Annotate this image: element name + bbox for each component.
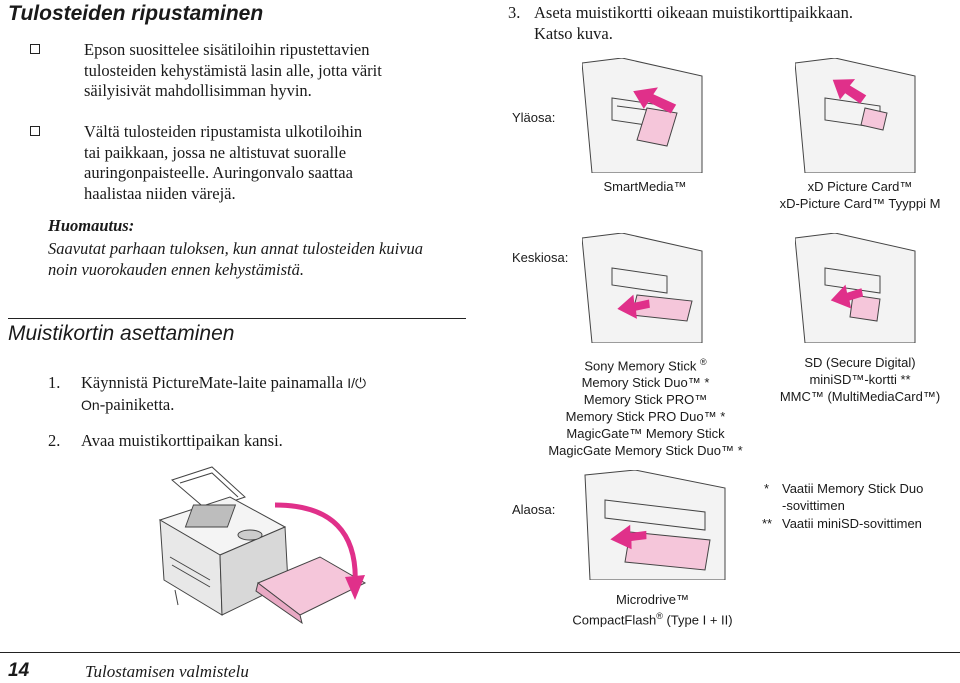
bullet-line: säilyisivät mahdollisimman hyvin. — [84, 81, 312, 100]
note-text: Saavutat parhaan tuloksen, kun annat tul… — [48, 238, 468, 280]
caption-compactflash: Microdrive™ CompactFlash® (Type I + II) — [572, 592, 733, 628]
slot-label-bottom: Alaosa: — [512, 502, 556, 517]
bullet-item: Epson suosittelee sisätiloihin ripustett… — [30, 40, 382, 102]
checkbox-bullet-icon — [30, 126, 40, 136]
section-heading: Muistikortin asettaminen — [8, 322, 235, 345]
footer-rule — [0, 652, 960, 653]
bullet-line: tai paikkaan, jossa ne altistuvat suoral… — [84, 142, 347, 162]
note-label: Huomautus: — [48, 216, 135, 235]
note-line: Saavutat parhaan tuloksen, kun annat tul… — [48, 239, 424, 258]
step-text: Avaa muistikorttipaikan kansi. — [81, 431, 283, 450]
page-number: 14 — [8, 660, 30, 681]
step-line: On-painiketta. — [81, 395, 175, 414]
footnote-item: ** Vaatii miniSD-sovittimen — [762, 516, 922, 531]
smartmedia-slot-illustration — [582, 58, 703, 173]
step-2: 2. Avaa muistikorttipaikan kansi. — [48, 430, 468, 451]
step-line: Käynnistä PictureMate-laite painamalla I… — [81, 373, 367, 392]
power-key-icon: I/⏻ — [347, 375, 367, 391]
footnotes: * Vaatii Memory Stick Duo -sovittimen **… — [762, 480, 958, 532]
step-number: 3. — [508, 3, 521, 22]
compactflash-slot-illustration — [584, 470, 726, 580]
step-3: 3. Aseta muistikortti oikeaan muistikort… — [508, 2, 958, 44]
on-key-label: On — [81, 397, 100, 413]
footer-title: Tulostamisen valmistelu — [85, 662, 249, 681]
bullet-line: Vältä tulosteiden ripustamista ulkotiloi… — [84, 122, 363, 141]
sd-slot-illustration — [795, 233, 916, 343]
bullet-line: Epson suosittelee sisätiloihin ripustett… — [84, 40, 370, 59]
step-line: Aseta muistikortti oikeaan muistikorttip… — [534, 3, 853, 22]
step-number: 2. — [48, 431, 61, 450]
bullet-line: auringonpaisteelle. Auringonvalo saattaa — [84, 163, 353, 182]
page-heading: Tulosteiden ripustaminen — [8, 2, 264, 25]
caption-smartmedia: SmartMedia™ — [603, 179, 687, 194]
note-line: noin vuorokauden ennen kehystämistä. — [48, 260, 304, 279]
step-1: 1. Käynnistä PictureMate-laite painamall… — [48, 372, 468, 416]
section-rule — [8, 318, 466, 319]
slot-label-middle: Keskiosa: — [512, 250, 569, 265]
bullet-item: Vältä tulosteiden ripustamista ulkotiloi… — [30, 122, 362, 204]
step-number: 1. — [48, 373, 61, 392]
bullet-line: tulosteiden kehystämistä lasin alle, jot… — [84, 60, 382, 80]
footnote-item: * Vaatii Memory Stick Duo -sovittimen — [764, 481, 924, 513]
caption-sd: SD (Secure Digital) miniSD™-kortti ** MM… — [779, 355, 941, 404]
step-line: Katso kuva. — [534, 24, 613, 43]
caption-xd: xD Picture Card™ xD-Picture Card™ Tyyppi… — [779, 179, 941, 211]
caption-memorystick: Sony Memory Stick ® Memory Stick Duo™ * … — [548, 357, 743, 459]
memorystick-slot-illustration — [582, 233, 703, 343]
printer-illustration — [158, 466, 367, 625]
slot-label-top: Yläosa: — [512, 110, 556, 125]
checkbox-bullet-icon — [30, 44, 40, 54]
bullet-line: haalistaa niiden värejä. — [84, 183, 236, 203]
xd-slot-illustration — [795, 58, 916, 173]
